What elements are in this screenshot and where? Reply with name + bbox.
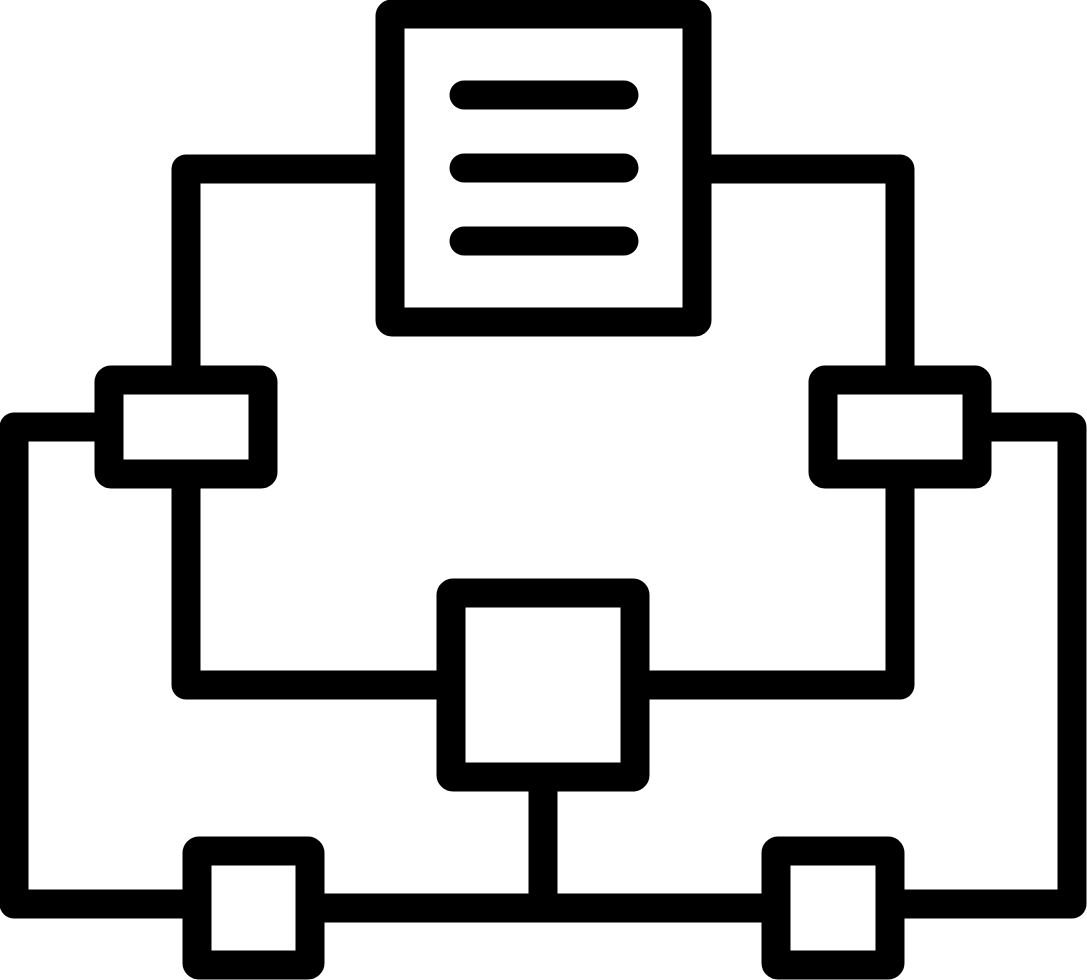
right-connector-node [808,365,992,489]
center-node [436,578,650,792]
wire-document-to-left-connector [171,154,390,380]
wire-left-connector-to-center [171,474,451,700]
bottom-right-node [761,836,905,980]
left-connector-node [94,365,278,489]
wire-left-connector-to-bottom-left [0,412,197,919]
connector-wires [0,154,1087,923]
bottom-left-node [182,836,325,980]
wire-document-to-right-connector [697,154,915,380]
diagram-nodes [94,0,992,980]
wire-right-connector-to-center [635,474,915,700]
wire-right-connector-to-bottom-right [890,412,1087,919]
document-text-lines [449,80,639,256]
